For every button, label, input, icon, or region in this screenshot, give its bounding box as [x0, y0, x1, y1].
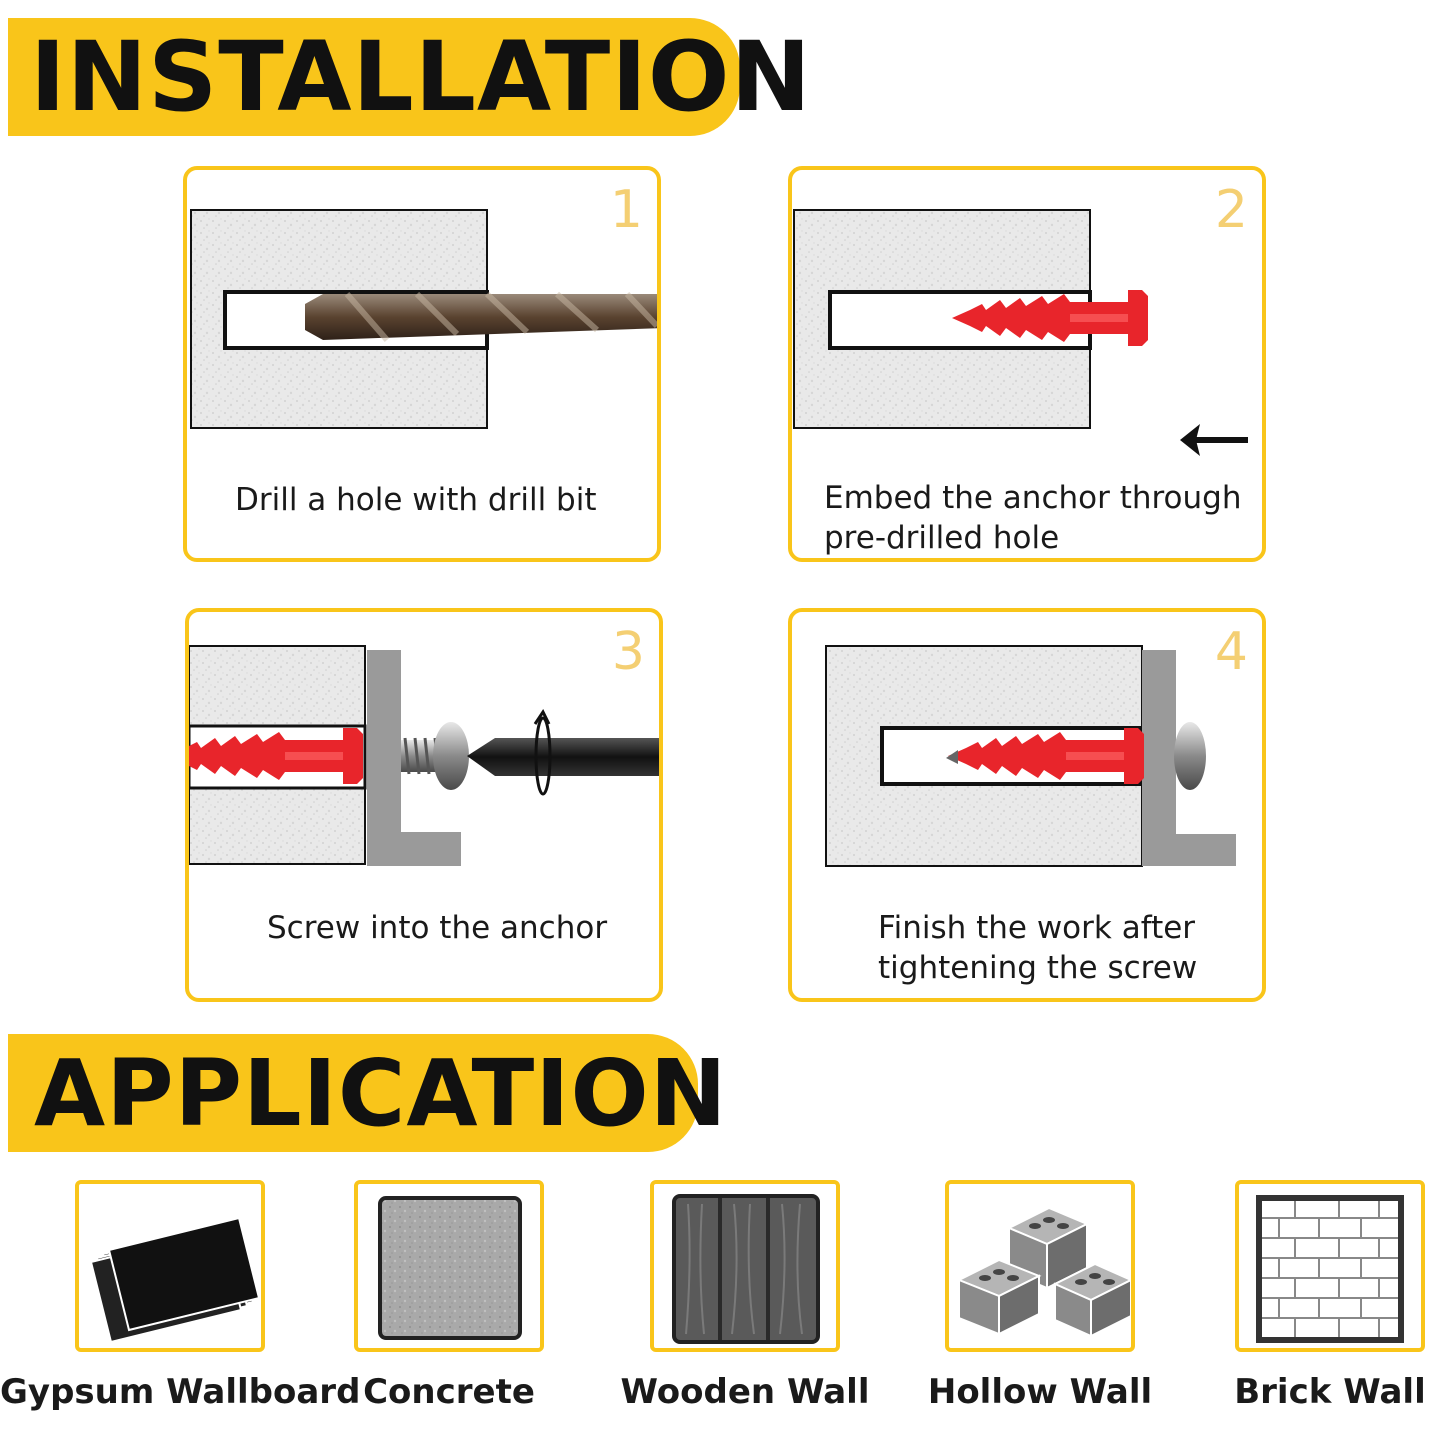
wooden-wall-icon	[672, 1194, 820, 1344]
hollow-wall-icon	[956, 1206, 1131, 1338]
step-caption-line: Screw into the anchor	[267, 910, 608, 946]
step-caption-line: pre-drilled hole	[824, 520, 1060, 556]
step-number: 4	[1214, 622, 1248, 682]
application-tile-hollow	[945, 1180, 1135, 1352]
brick-wall-icon	[1256, 1195, 1404, 1343]
step-3-card: 3 Screw into the anchor	[185, 608, 663, 1002]
arrow-left-icon	[1180, 424, 1248, 456]
application-tile-brick	[1235, 1180, 1425, 1352]
application-label: Wooden Wall	[620, 1372, 870, 1412]
step-1-card: 1 Drill a hole with drill bit	[183, 166, 661, 562]
gypsum-wallboard-icon	[89, 1216, 261, 1344]
step-3-illustration	[189, 645, 659, 866]
step-4-card: 4 Finish the work after tightening the s…	[788, 608, 1266, 1002]
step-number: 2	[1214, 180, 1248, 240]
step-caption-line: Finish the work after	[878, 910, 1196, 946]
application-tile-concrete	[354, 1180, 544, 1352]
application-tile-wooden	[650, 1180, 840, 1352]
application-label: Gypsum Wallboard	[0, 1372, 361, 1412]
concrete-icon	[378, 1196, 522, 1340]
step-caption-line: Embed the anchor through	[824, 480, 1242, 516]
application-label: Brick Wall	[1234, 1372, 1426, 1412]
application-tile-gypsum	[75, 1180, 265, 1352]
installation-banner: INSTALLATION	[8, 18, 811, 136]
step-number: 1	[609, 180, 643, 240]
screw-icon	[401, 722, 469, 790]
application-label: Concrete	[363, 1372, 535, 1412]
step-1-illustration	[190, 209, 657, 429]
application-title: APPLICATION	[34, 1039, 728, 1147]
application-label: Hollow Wall	[927, 1372, 1153, 1412]
step-2-illustration	[793, 209, 1248, 456]
screwdriver-icon	[467, 709, 659, 796]
step-2-card: 2 Embed the anchor through pre-drilled h…	[788, 166, 1266, 562]
drill-bit-icon	[305, 291, 657, 342]
screw-head-icon	[1174, 722, 1206, 790]
step-caption-line: Drill a hole with drill bit	[235, 482, 597, 518]
step-4-illustration	[825, 645, 1236, 867]
step-number: 3	[611, 622, 645, 682]
step-caption-line: tightening the screw	[878, 950, 1198, 986]
installation-title: INSTALLATION	[30, 21, 812, 133]
application-banner: APPLICATION	[8, 1034, 727, 1152]
